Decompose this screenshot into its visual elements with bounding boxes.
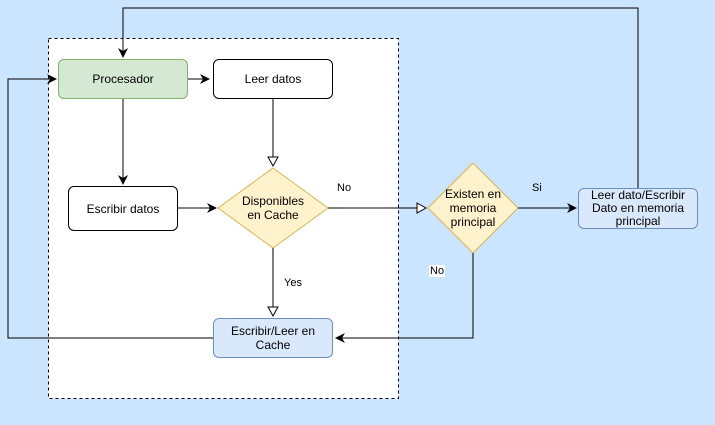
edge-label-no-memoria: No [429, 265, 446, 277]
edge-label-si-memoria: Si [532, 182, 542, 194]
leer-dato-memoria-node[interactable]: Leer dato/Escribir Dato en memoria princ… [578, 188, 698, 229]
escribir-datos-node[interactable]: Escribir datos [68, 186, 178, 231]
edge-label-yes-cache: Yes [284, 277, 302, 289]
leer-datos-node[interactable]: Leer datos [213, 59, 333, 99]
escribir-leer-cache-node[interactable]: Escribir/Leer en Cache [213, 318, 333, 358]
edge-memoria-cache [335, 253, 474, 343]
procesador-node[interactable]: Procesador [58, 59, 188, 99]
edge-cache-procesador [7, 74, 213, 339]
edge-label-no-cache: No [337, 182, 352, 194]
disponibles-cache-label: Disponibles en Cache [241, 194, 305, 222]
edge-leer-dato-procesador [118, 7, 639, 188]
existen-memoria-label: Existen en memoria principal [444, 187, 502, 229]
